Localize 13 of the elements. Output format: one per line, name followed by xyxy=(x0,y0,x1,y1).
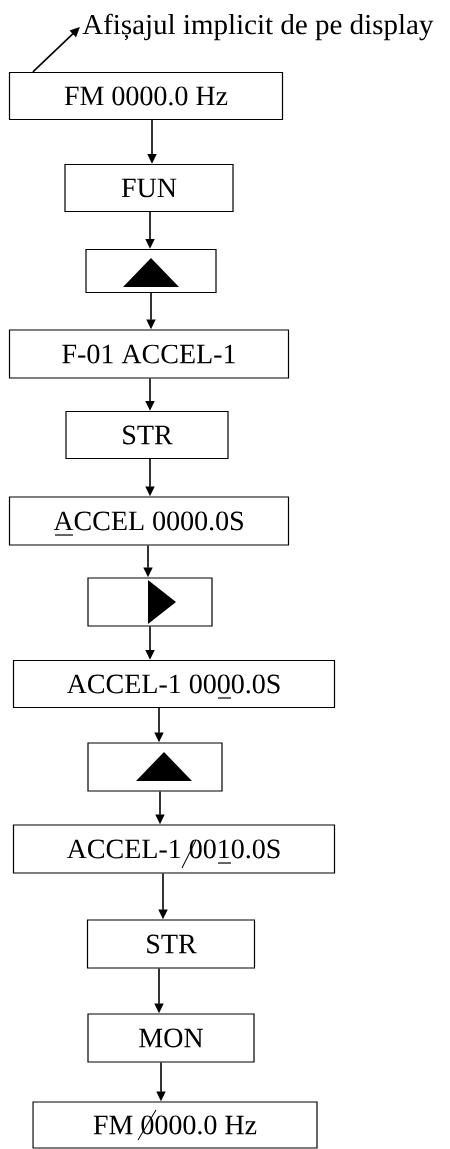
key-box xyxy=(87,742,223,792)
arrow xyxy=(32,27,80,73)
display-box: STR xyxy=(65,410,229,460)
display-box: MON xyxy=(87,1013,255,1063)
note-text: Afișajul implicit de pe display xyxy=(82,13,434,41)
display-box: ACCEL 0000.0S xyxy=(8,496,290,546)
key-box xyxy=(87,577,213,627)
display-box: STR xyxy=(86,919,256,969)
display-box: FUN xyxy=(64,163,234,213)
display-box: F-01 ACCEL-1 xyxy=(8,329,290,379)
key-box xyxy=(85,248,217,294)
display-box: ACCEL-1 0000.0S xyxy=(12,659,336,709)
display-box: FM 0000.0 Hz xyxy=(8,71,284,121)
